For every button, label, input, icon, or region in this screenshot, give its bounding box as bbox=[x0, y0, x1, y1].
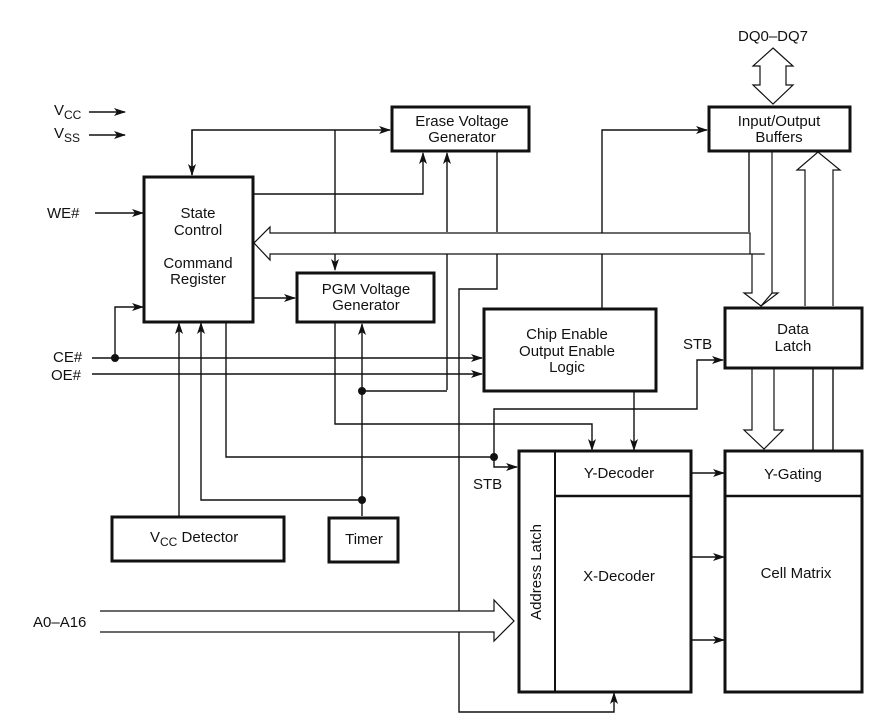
ce-label: CE# bbox=[53, 349, 83, 366]
wire-to-io bbox=[601, 126, 708, 308]
io-buffers-block: Input/Output Buffers bbox=[707, 105, 852, 153]
timer-label: Timer bbox=[345, 531, 383, 548]
busses bbox=[100, 47, 842, 643]
junction-dot bbox=[358, 387, 366, 395]
wire-state-to-erase bbox=[191, 126, 391, 175]
wire-state-to-latch bbox=[225, 323, 494, 458]
datalatch-to-ygating-bus bbox=[742, 368, 785, 450]
pgm-voltage-block: PGM Voltage Generator bbox=[295, 271, 436, 324]
wire-timer-to-state bbox=[197, 322, 363, 516]
wire-to-xdecoder bbox=[458, 254, 618, 713]
data-latch-label-1: Data bbox=[777, 321, 809, 338]
vcc-detector-block: VCC Detector bbox=[110, 515, 286, 563]
state-control-label-2: Control bbox=[174, 222, 222, 239]
junction-dot bbox=[111, 354, 119, 362]
data-latch-label-2: Latch bbox=[775, 338, 812, 355]
x-decoder-label: X-Decoder bbox=[583, 568, 655, 585]
erase-voltage-label-1: Erase Voltage bbox=[415, 113, 508, 130]
state-control-label-4: Register bbox=[170, 271, 226, 288]
pgm-voltage-label-1: PGM Voltage bbox=[322, 281, 410, 298]
oe-label: OE# bbox=[51, 367, 82, 384]
data-latch-block: Data Latch bbox=[723, 306, 864, 370]
address-latch-decoder-block: Y-Decoder X-Decoder Address Latch bbox=[517, 449, 693, 694]
dq-label: DQ0–DQ7 bbox=[738, 28, 808, 45]
ce-to-state bbox=[114, 303, 144, 358]
timer-block: Timer bbox=[327, 516, 400, 564]
address-label: A0–A16 bbox=[33, 614, 86, 631]
we-label: WE# bbox=[47, 205, 80, 222]
junction-dot bbox=[358, 496, 366, 504]
y-gating-label: Y-Gating bbox=[764, 466, 822, 483]
dq-bus-arrow bbox=[751, 47, 795, 105]
address-bus-arrow bbox=[100, 598, 515, 643]
y-decoder-label: Y-Decoder bbox=[584, 465, 654, 482]
cell-matrix-label: Cell Matrix bbox=[761, 565, 832, 582]
io-buffers-label-2: Buffers bbox=[755, 129, 802, 146]
erase-voltage-label-2: Generator bbox=[428, 129, 496, 146]
signal-labels: VCC VSS WE# CE# OE# STB STB DQ0–DQ7 A0–A… bbox=[33, 28, 808, 631]
vss-label: VSS bbox=[54, 125, 80, 145]
ygating-cell-block: Y-Gating Cell Matrix bbox=[723, 449, 864, 694]
wire-stb-to-datalatch bbox=[493, 356, 724, 457]
vcc-label: VCC bbox=[54, 102, 82, 122]
ce-oe-logic-block: Chip Enable Output Enable Logic bbox=[482, 307, 658, 393]
state-control-label-3: Command bbox=[163, 255, 232, 272]
ce-oe-logic-label-2: Output Enable bbox=[519, 343, 615, 360]
ce-oe-logic-label-1: Chip Enable bbox=[526, 326, 608, 343]
vcc-detector-label: VCC Detector bbox=[150, 529, 238, 549]
wire-state-erase-2 bbox=[253, 152, 427, 195]
state-control-label-1: State bbox=[180, 205, 215, 222]
internal-bus-arrow bbox=[253, 225, 780, 307]
datalatch-to-io-bus bbox=[795, 151, 842, 306]
stb-bottom-label: STB bbox=[473, 476, 502, 493]
ce-oe-logic-label-3: Logic bbox=[549, 359, 585, 376]
io-to-datalatch-bus bbox=[760, 152, 773, 307]
stb-top-label: STB bbox=[683, 336, 712, 353]
erase-voltage-block: Erase Voltage Generator bbox=[390, 105, 531, 153]
wire-pgm-to-ydecoder bbox=[334, 322, 596, 451]
io-buffers-label-1: Input/Output bbox=[738, 113, 821, 130]
state-control-block: State Control Command Register bbox=[142, 175, 255, 324]
address-latch-label: Address Latch bbox=[528, 524, 545, 620]
pgm-voltage-label-2: Generator bbox=[332, 297, 400, 314]
